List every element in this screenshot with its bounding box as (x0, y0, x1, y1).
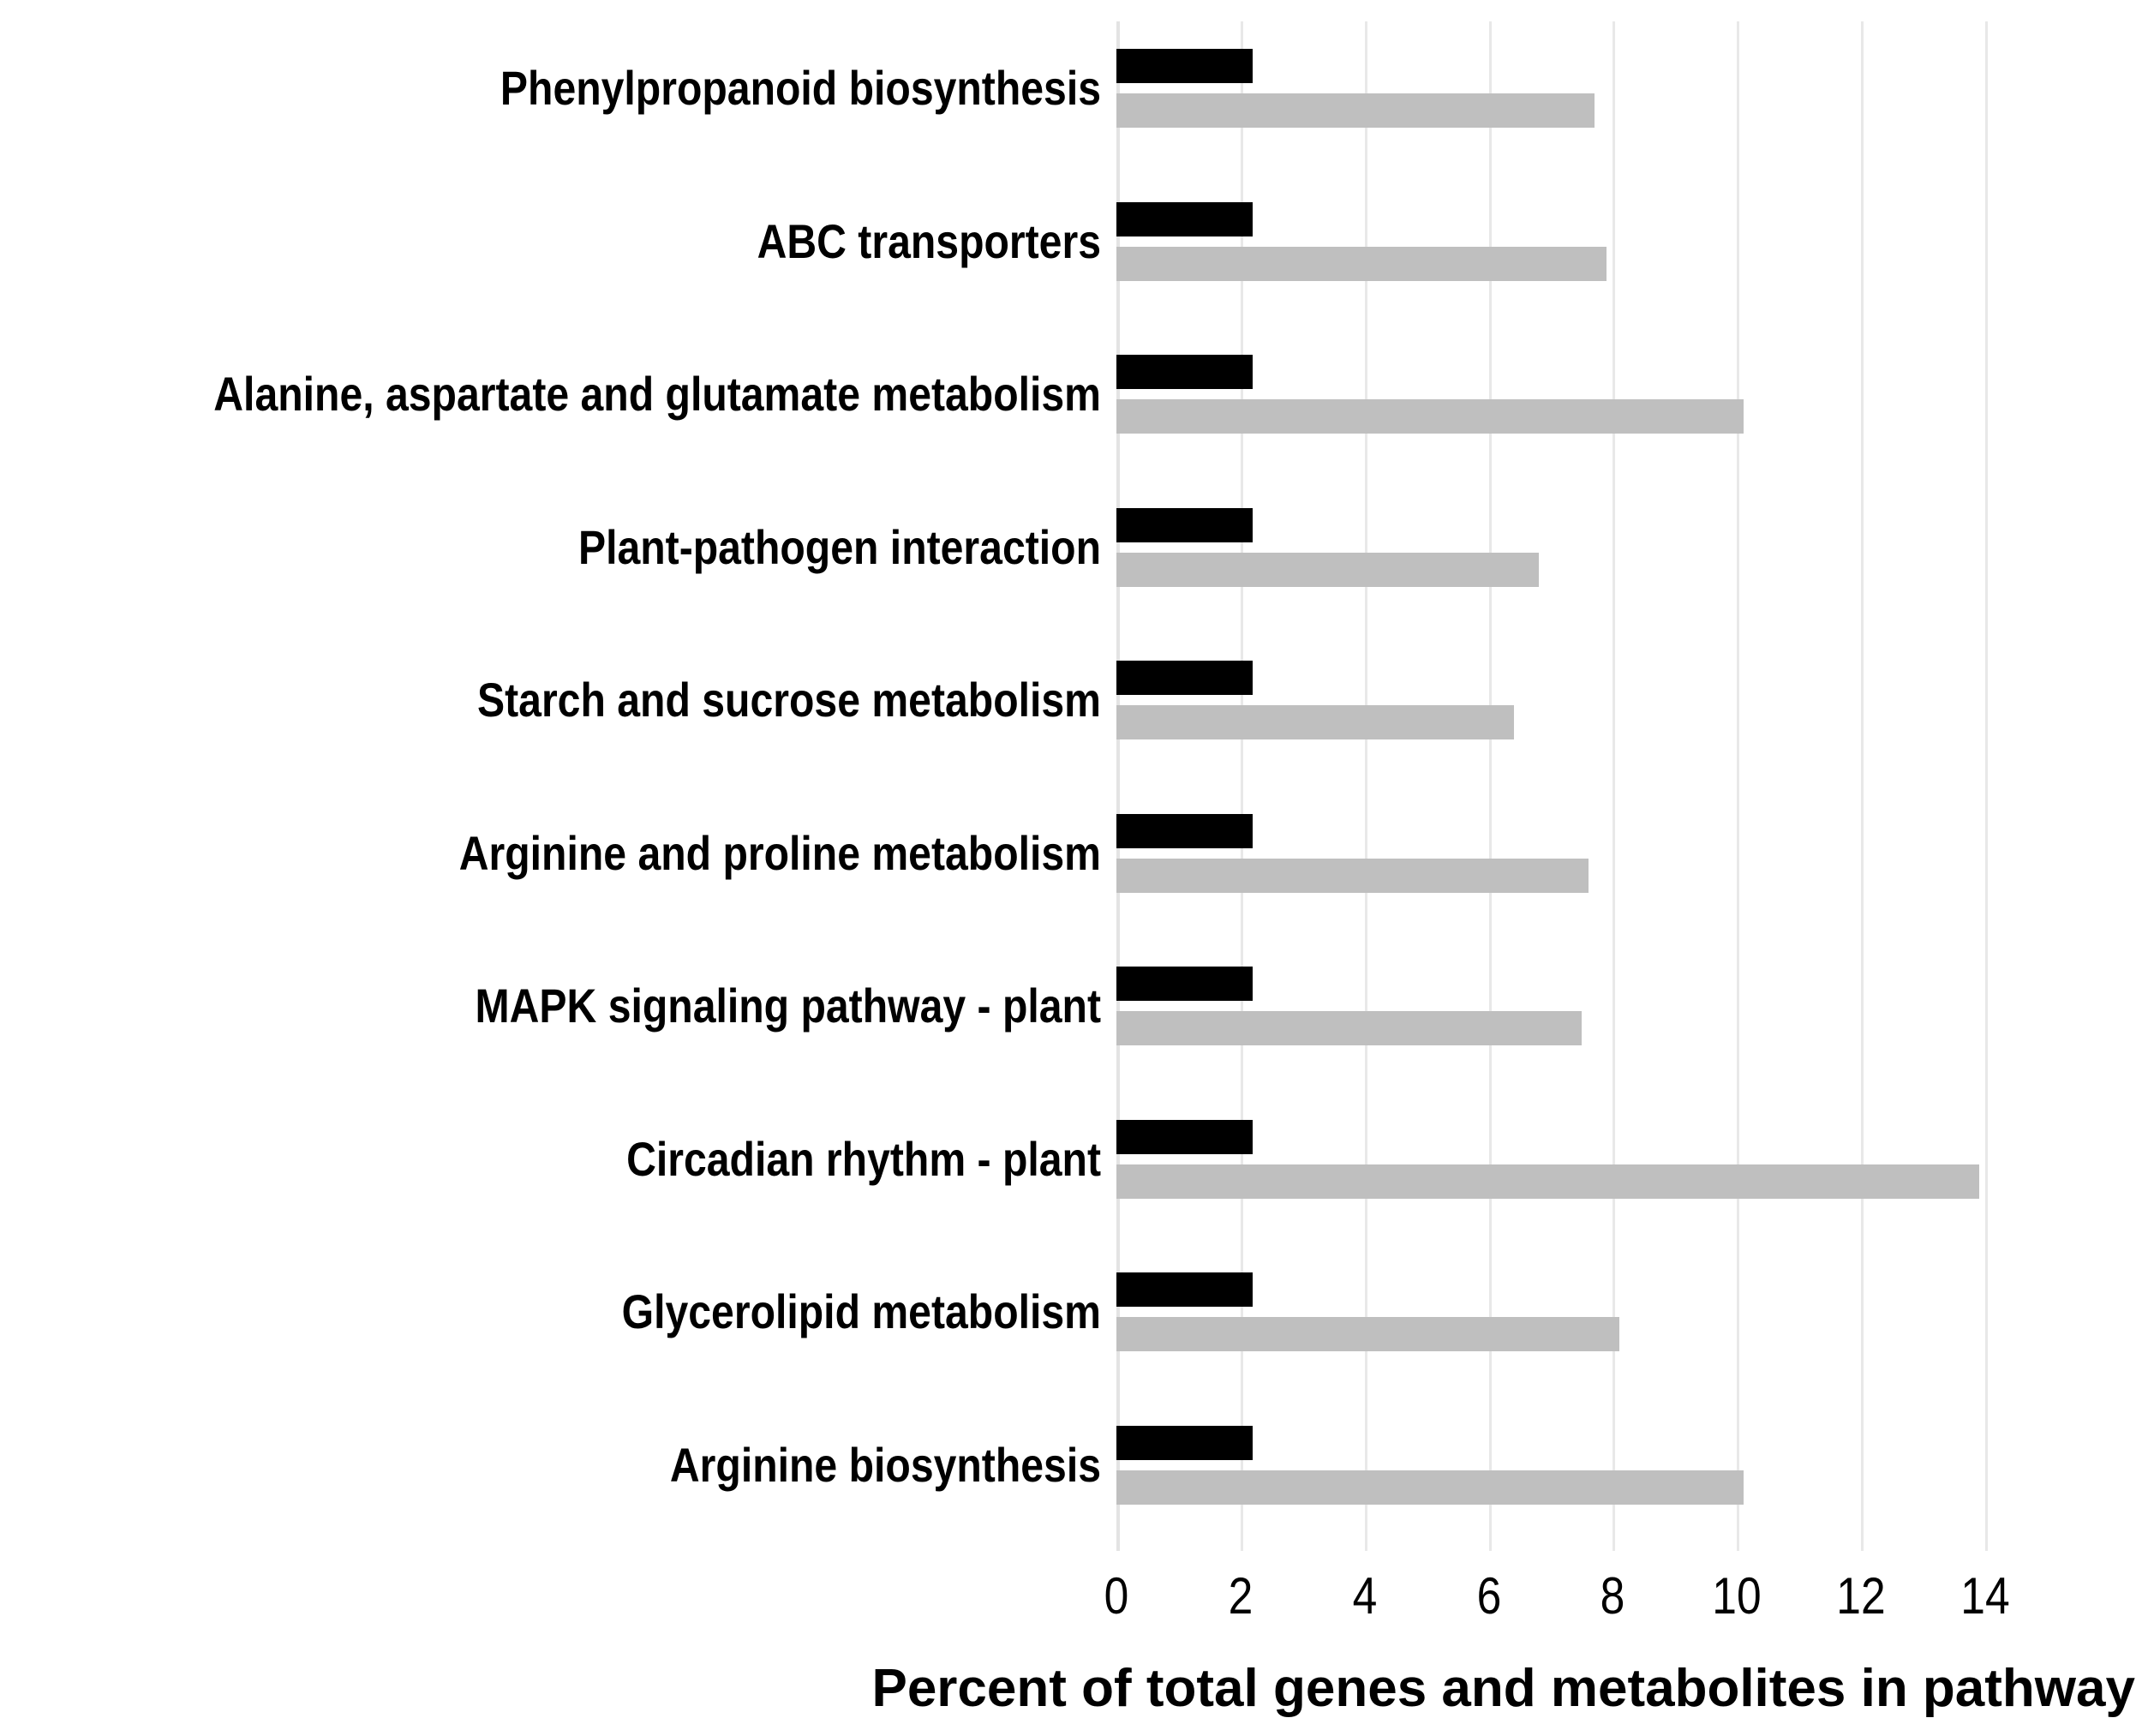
bar-group (1116, 813, 2085, 893)
bar-black-series (1116, 967, 1254, 1001)
bar-group (1116, 49, 2085, 128)
bar-black-series (1116, 1119, 1254, 1154)
gridline-12 (1861, 21, 1864, 1551)
bar-black-series (1116, 201, 1254, 236)
bar-gray-series (1116, 1164, 1979, 1199)
x-tick-label-4: 4 (1352, 1567, 1378, 1625)
bar-black-series (1116, 355, 1254, 389)
bar-group (1116, 355, 2085, 434)
category-label: Starch and sucrose metabolism (476, 673, 1101, 727)
bar-group (1116, 1425, 2085, 1505)
bar-group (1116, 967, 2085, 1045)
category-label: Plant-pathogen interaction (577, 519, 1101, 574)
category-label: Glycerolipid metabolism (621, 1284, 1101, 1338)
plot-area (1116, 21, 2085, 1551)
bar-group (1116, 1272, 2085, 1351)
bar-black-series (1116, 813, 1254, 848)
bar-gray-series (1116, 1470, 1744, 1505)
x-tick-label-6: 6 (1476, 1567, 1501, 1625)
bar-group (1116, 661, 2085, 739)
bar-gray-series (1116, 1317, 1619, 1351)
bar-gray-series (1116, 246, 1607, 281)
bar-group (1116, 201, 2085, 281)
bar-gray-series (1116, 1011, 1583, 1045)
bar-black-series (1116, 507, 1254, 542)
x-axis-title: Percent of total genes and metabolites i… (871, 1659, 2135, 1718)
bar-gray-series (1116, 552, 1539, 587)
gridline-2 (1240, 21, 1243, 1551)
category-label: Circadian rhythm - plant (626, 1131, 1101, 1186)
category-label: ABC transporters (757, 213, 1101, 268)
bar-group (1116, 507, 2085, 587)
bar-gray-series (1116, 858, 1589, 893)
gridline-8 (1613, 21, 1616, 1551)
category-label: MAPK signaling pathway - plant (475, 979, 1101, 1033)
bar-black-series (1116, 1272, 1254, 1307)
x-tick-label-12: 12 (1836, 1567, 1886, 1625)
x-tick-label-8: 8 (1601, 1567, 1625, 1625)
bar-series-container (1116, 21, 2085, 1551)
category-label: Arginine and proline metabolism (458, 825, 1101, 880)
x-tick-label-10: 10 (1712, 1567, 1762, 1625)
x-tick-label-0: 0 (1104, 1567, 1129, 1625)
gridline-6 (1488, 21, 1492, 1551)
bar-gray-series (1116, 705, 1514, 739)
category-label: Alanine, aspartate and glutamate metabol… (213, 367, 1101, 421)
gridline-10 (1737, 21, 1740, 1551)
value-axis-line (1116, 21, 1120, 1551)
gridline-4 (1364, 21, 1367, 1551)
bar-gray-series (1116, 399, 1744, 434)
category-label: Phenylpropanoid biosynthesis (500, 61, 1101, 115)
x-tick-label-14: 14 (1960, 1567, 2010, 1625)
bar-black-series (1116, 1425, 1254, 1460)
bar-group (1116, 1119, 2085, 1199)
x-axis-tick-labels: 0 2 4 6 8 10 12 14 (1104, 1566, 2085, 1635)
bar-gray-series (1116, 93, 1595, 128)
bar-black-series (1116, 661, 1254, 695)
bar-black-series (1116, 49, 1254, 83)
gridline-14 (1985, 21, 1989, 1551)
category-label: Arginine biosynthesis (669, 1437, 1101, 1492)
x-tick-label-2: 2 (1228, 1567, 1254, 1625)
